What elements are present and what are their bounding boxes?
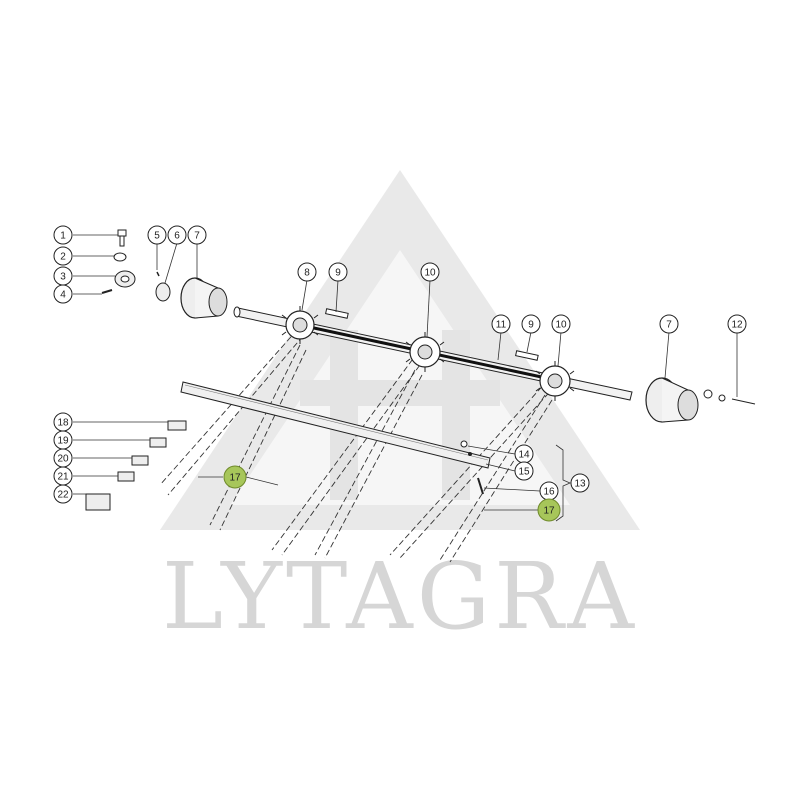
callout-2: 2 (53, 246, 73, 266)
svg-text:18: 18 (57, 418, 69, 429)
svg-text:2: 2 (60, 252, 66, 263)
callout-3: 3 (53, 266, 73, 286)
rail-bolt-16 (477, 477, 484, 495)
bearing-housing-left (180, 277, 228, 319)
callout-7-left: 7 (187, 225, 207, 245)
svg-text:12: 12 (731, 320, 743, 331)
callout-20: 20 (53, 448, 73, 468)
svg-text:7: 7 (194, 231, 200, 242)
svg-text:16: 16 (543, 487, 555, 498)
svg-text:1: 1 (60, 231, 66, 242)
part-20 (131, 455, 149, 466)
callout-9-left: 9 (328, 262, 348, 282)
callout-6: 6 (167, 225, 187, 245)
callout-1: 1 (53, 225, 73, 245)
bearing-ring-left (155, 282, 171, 302)
callout-21: 21 (53, 466, 73, 486)
bolt-right (703, 389, 756, 405)
callout-11: 11 (491, 314, 511, 334)
sprocket-right (535, 361, 575, 401)
part-18 (167, 420, 187, 431)
svg-text:11: 11 (496, 320, 507, 331)
svg-text:10: 10 (424, 268, 436, 279)
svg-text:8: 8 (304, 268, 310, 279)
rail-screw-14 (460, 440, 468, 448)
part-22 (85, 493, 111, 511)
callout-14: 14 (514, 444, 534, 464)
svg-text:3: 3 (60, 272, 66, 283)
callout-18: 18 (53, 412, 73, 432)
key-left (325, 308, 349, 319)
svg-text:14: 14 (518, 450, 530, 461)
sprocket-middle (405, 332, 445, 372)
svg-text:10: 10 (555, 320, 567, 331)
svg-text:17: 17 (229, 473, 241, 484)
hardware-clamp-3 (114, 270, 136, 288)
svg-text:17: 17 (543, 506, 555, 517)
callout-15: 15 (514, 461, 534, 481)
svg-text:4: 4 (60, 290, 66, 301)
bearing-housing-right (645, 377, 699, 423)
hardware-pin-4 (101, 289, 113, 294)
callout-12: 12 (727, 314, 747, 334)
svg-text:20: 20 (57, 454, 69, 465)
guide-rail (180, 381, 491, 469)
svg-text:6: 6 (174, 231, 180, 242)
key-right (515, 350, 539, 361)
sprocket-left (281, 306, 319, 344)
callout-7-right: 7 (659, 314, 679, 334)
callout-22: 22 (53, 484, 73, 504)
hardware-nut-2 (113, 252, 127, 262)
callout-17-right: 17 (537, 498, 561, 522)
callout-4: 4 (53, 284, 73, 304)
callout-5: 5 (147, 225, 167, 245)
svg-text:13: 13 (574, 479, 586, 490)
callout-17-left: 17 (223, 465, 247, 489)
svg-text:19: 19 (57, 436, 69, 447)
svg-text:9: 9 (335, 268, 341, 279)
svg-text:7: 7 (666, 320, 672, 331)
chain-strands (159, 329, 556, 563)
callout-16: 16 (539, 481, 559, 501)
hardware-bolt-1 (117, 229, 127, 247)
callout-10-left: 10 (420, 262, 440, 282)
callout-9-right: 9 (521, 314, 541, 334)
callout-10-right: 10 (551, 314, 571, 334)
svg-text:15: 15 (518, 467, 530, 478)
svg-text:9: 9 (528, 320, 534, 331)
callout-8: 8 (297, 262, 317, 282)
callout-13: 13 (570, 473, 590, 493)
part-19 (149, 437, 167, 448)
watermark-text: LYTAGRA (162, 543, 638, 650)
part-21 (117, 471, 135, 482)
svg-text:22: 22 (57, 490, 69, 501)
svg-text:5: 5 (154, 231, 160, 242)
svg-text:21: 21 (57, 472, 69, 483)
callout-19: 19 (53, 430, 73, 450)
hardware-pin-5 (156, 271, 160, 277)
leader-lines (73, 234, 738, 522)
